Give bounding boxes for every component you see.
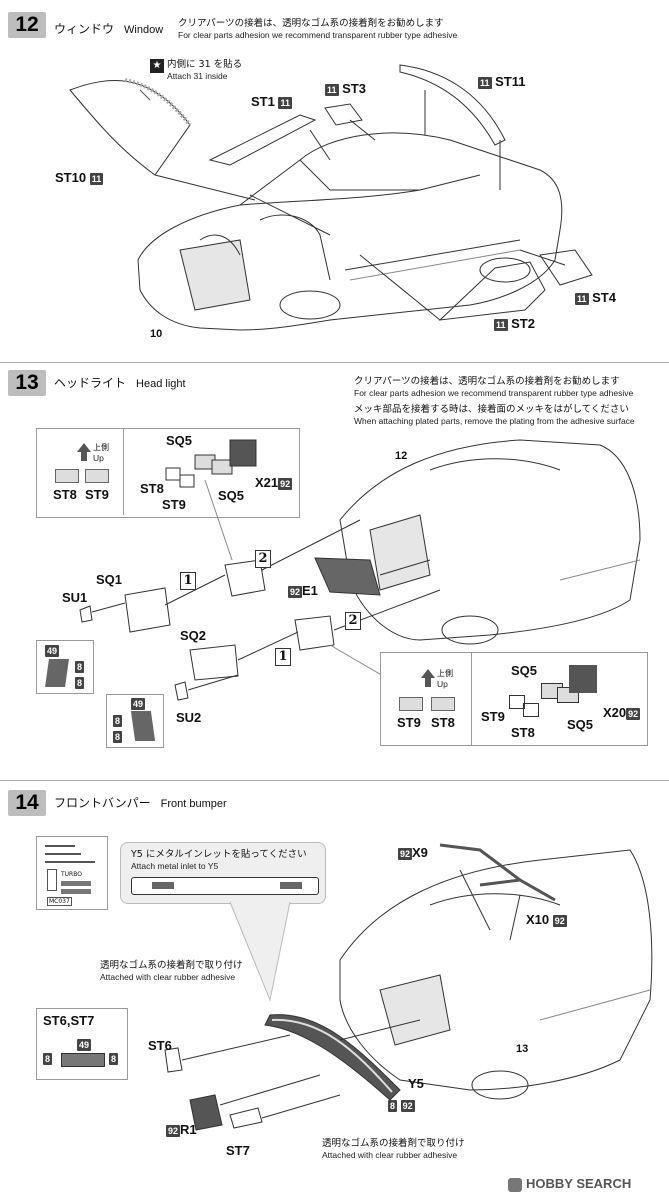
label-st8-c: ST8 xyxy=(511,725,535,740)
label-st9-b: ST9 xyxy=(162,497,186,512)
label-st6: ST6 xyxy=(148,1038,172,1053)
label-sq5-c: SQ5 xyxy=(511,663,538,678)
adhesive-note-bottom: 透明なゴム系の接着剤で取り付け Attached with clear rubb… xyxy=(322,1138,465,1160)
label-st9: ST9 xyxy=(397,715,421,730)
label-st7: ST7 xyxy=(226,1143,250,1158)
decal-box-st6-st7: ST6,ST7 49 8 8 xyxy=(36,1008,128,1080)
label-sq1: SQ1 xyxy=(96,572,123,587)
label-st2: 11 ST2 xyxy=(494,316,535,331)
substep-2-a: 2 xyxy=(255,550,271,568)
y5-callout: Y5 にメタルインレットを貼ってください Attach metal inlet … xyxy=(120,842,326,904)
adhesive-note: クリアパーツの接着は、透明なゴム系の接着剤をお勧めします For clear p… xyxy=(354,376,634,398)
label-st1: ST1 11 xyxy=(251,94,292,109)
step-number: 12 xyxy=(8,12,46,38)
adhesive-note-top: 透明なゴム系の接着剤で取り付け Attached with clear rubb… xyxy=(100,960,243,982)
substep-2-b: 2 xyxy=(345,612,361,630)
decal-31-note: ★ 内側に 31 を貼る Attach 31 inside xyxy=(150,59,242,81)
metal-inlet-sheet: TURBO MC037 xyxy=(36,836,108,910)
label-sq5-d: SQ5 xyxy=(567,717,594,732)
step-number: 13 xyxy=(8,370,46,396)
label-st3: 11 ST3 xyxy=(325,81,366,96)
star-icon: ★ xyxy=(150,59,164,73)
label-x10: X10 92 xyxy=(526,912,567,927)
divider xyxy=(0,780,669,781)
label-st9-c: ST9 xyxy=(481,709,505,724)
label-su1: SU1 xyxy=(62,590,88,605)
label-body-13: 13 xyxy=(516,1043,529,1055)
adhesive-note: クリアパーツの接着は、透明なゴム系の接着剤をお勧めします For clear p… xyxy=(178,18,458,40)
substep-1-a: 1 xyxy=(180,572,196,590)
step-12-diagram xyxy=(69,64,593,331)
label-st4: 11 ST4 xyxy=(575,290,616,305)
decal-box-su1: 49 8 8 xyxy=(36,640,94,694)
label-sq2: SQ2 xyxy=(180,628,207,643)
label-body-12: 12 xyxy=(395,450,408,462)
plating-note: メッキ部品を接着する時は、接着面のメッキをはがしてください When attac… xyxy=(354,404,635,426)
label-st11: 11 ST11 xyxy=(478,74,526,89)
label-y5: Y5 xyxy=(408,1076,424,1091)
arrow-up-icon xyxy=(77,443,91,452)
arrow-up-icon xyxy=(421,669,435,678)
label-y5-colors: 8 92 xyxy=(388,1099,415,1112)
robot-icon xyxy=(508,1177,522,1192)
label-body-10: 10 xyxy=(150,328,163,340)
hobby-search-logo: HOBBY SEARCH xyxy=(508,1176,631,1192)
label-sq5-top: SQ5 xyxy=(166,433,193,448)
divider xyxy=(0,362,669,363)
label-st8-b: ST8 xyxy=(140,481,164,496)
label-st8: ST8 xyxy=(431,715,455,730)
label-st8: ST8 xyxy=(53,487,77,502)
label-st10: ST10 11 xyxy=(55,170,104,185)
decal-box-su2: 49 8 8 xyxy=(106,694,164,748)
label-st9: ST9 xyxy=(85,487,109,502)
substep-1-b: 1 xyxy=(275,648,291,666)
step-number: 14 xyxy=(8,790,46,816)
label-sq5-b: SQ5 xyxy=(218,488,245,503)
label-su2: SU2 xyxy=(176,710,202,725)
